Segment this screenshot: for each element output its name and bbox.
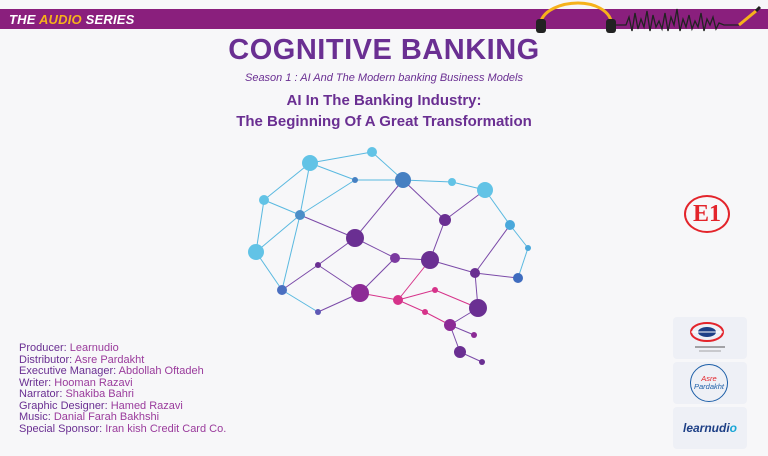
- credit-executive-manager: Executive Manager: Abdollah Oftadeh: [19, 365, 204, 377]
- subtitle-line-1: AI In The Banking Industry:: [286, 92, 482, 109]
- sponsor-logo-asre-pardakht: Asre Pardakht: [673, 362, 747, 404]
- subtitle-line-2: The Beginning Of A Great Transformation: [236, 113, 532, 130]
- asre-pardakht-logo: Asre Pardakht: [690, 364, 728, 402]
- credit-distributor: Distributor: Asre Pardakht: [19, 353, 145, 366]
- top-bar: [0, 9, 768, 29]
- credit-narrator: Narrator: Shakiba Bahri: [19, 388, 134, 400]
- credit-special-sponsor: Special Sponsor: Iran kish Credit Card C…: [19, 422, 227, 435]
- episode-badge: E1: [684, 195, 730, 233]
- headphones-icon: [536, 1, 762, 33]
- sound-wave-icon: [616, 8, 739, 32]
- credit-graphic-designer: Graphic Designer: Hamed Razavi: [19, 399, 183, 412]
- page-title: COGNITIVE BANKING: [228, 34, 540, 66]
- credit-music: Music: Danial Farah Bakhshi: [19, 411, 160, 423]
- credit-writer: Writer: Hooman Razavi: [19, 376, 133, 389]
- brain-network-icon: [248, 147, 531, 365]
- iran-kish-logo-icon: [690, 322, 725, 352]
- series-accent: AUDIO: [38, 12, 82, 27]
- credits-list: Producer: Learnudio Distributor: Asre Pa…: [19, 342, 227, 435]
- season-label: Season 1 : AI And The Modern banking Bus…: [244, 72, 523, 84]
- series-label: THE AUDIO SERIES: [9, 12, 135, 27]
- sponsor-logo-iran-kish: [673, 317, 747, 359]
- credit-producer: Producer: Learnudio: [19, 342, 119, 354]
